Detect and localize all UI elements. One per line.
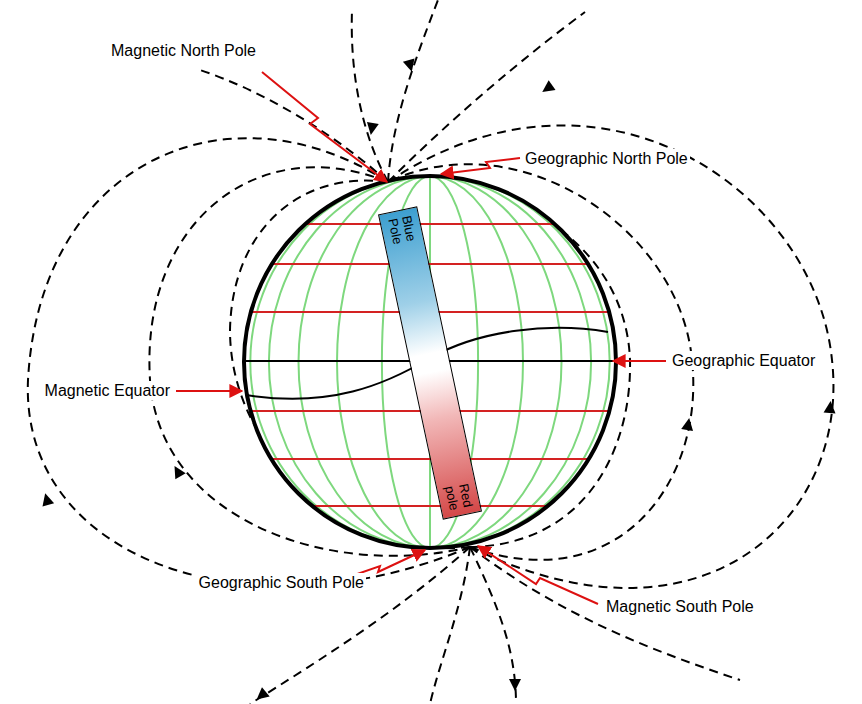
callout-label: Geographic Equator xyxy=(670,351,817,370)
callout-label: Magnetic Equator xyxy=(43,381,172,400)
field-arrowheads xyxy=(39,59,836,704)
globe-outline xyxy=(244,176,616,548)
callout-label: Magnetic North Pole xyxy=(109,41,258,60)
field-lines xyxy=(28,0,834,704)
parallel xyxy=(305,223,554,225)
callout-label: Geographic South Pole xyxy=(197,573,366,592)
callout-label: Geographic North Pole xyxy=(523,149,690,168)
parallel xyxy=(312,505,547,507)
parallel xyxy=(272,263,588,265)
callout-label: Magnetic South Pole xyxy=(604,597,756,616)
pole-label: Red pole xyxy=(440,473,474,512)
pole-label: Blue Pole xyxy=(385,214,419,253)
